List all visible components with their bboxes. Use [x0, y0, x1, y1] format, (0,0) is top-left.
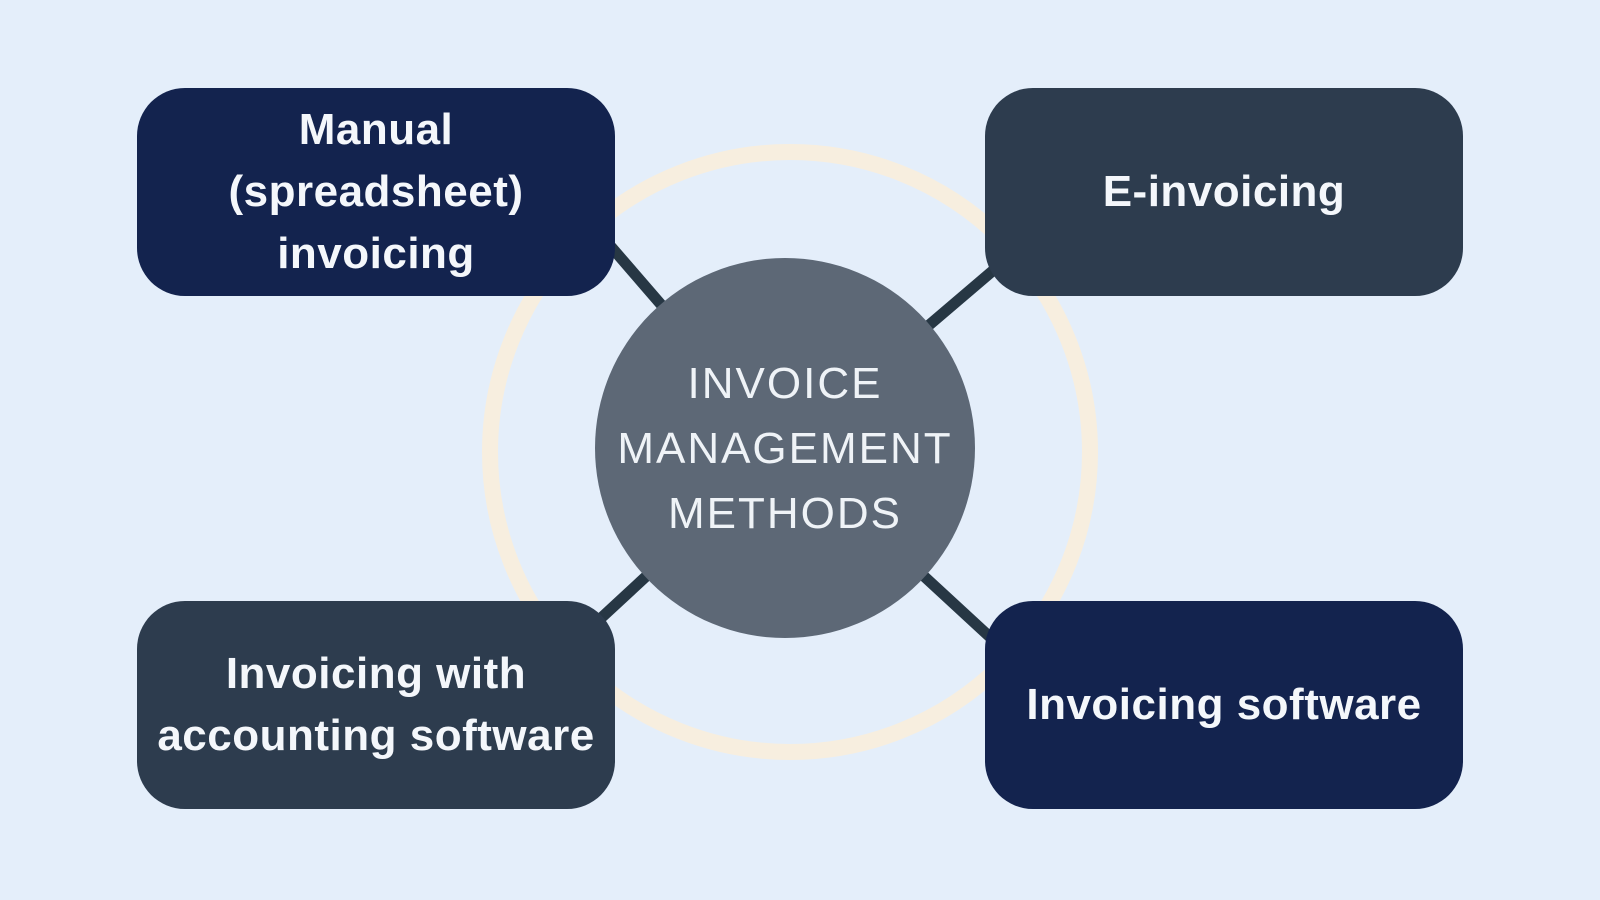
- node-invoicing-software: Invoicing software: [985, 601, 1463, 809]
- center-label-line: METHODS: [668, 488, 902, 538]
- node-label-line: Manual: [298, 105, 454, 154]
- node-label-line: (spreadsheet): [228, 167, 524, 216]
- center-label-line: MANAGEMENT: [617, 423, 953, 473]
- node-label-line: Invoicing software: [1026, 680, 1422, 729]
- node-label-line: accounting software: [157, 711, 595, 760]
- node-label-line: E-invoicing: [1102, 167, 1346, 216]
- node-label-line: invoicing: [277, 229, 475, 278]
- node-e-invoicing: E-invoicing: [985, 88, 1463, 296]
- node-label-line: Invoicing with: [225, 649, 527, 698]
- node-invoicing-with-accounting-software: Invoicing with accounting software: [137, 601, 615, 809]
- decorative-ring: [482, 144, 1098, 760]
- node-manual-spreadsheet-invoicing: Manual (spreadsheet) invoicing: [137, 88, 615, 296]
- center-label-line: INVOICE: [687, 358, 883, 408]
- center-node-invoice-management-methods: INVOICE MANAGEMENT METHODS: [595, 258, 975, 638]
